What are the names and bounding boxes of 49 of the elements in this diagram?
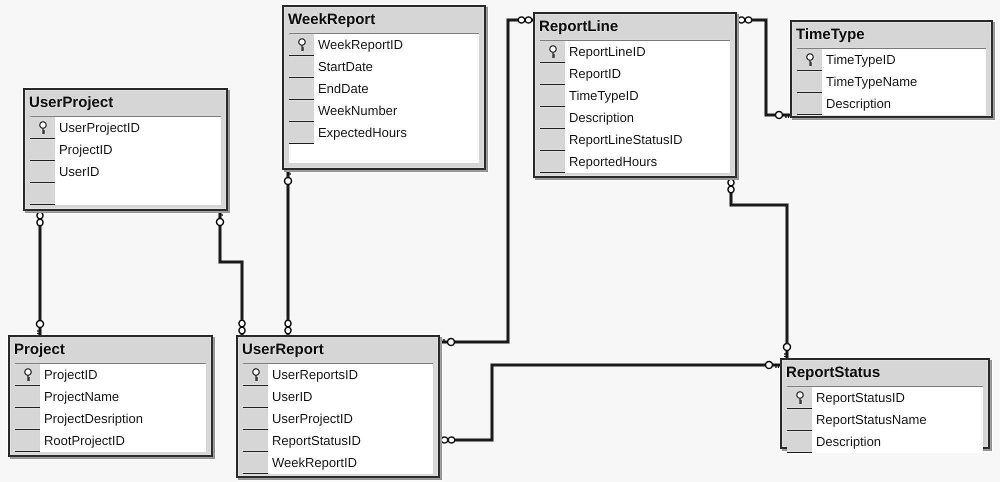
column-name: ReportLineStatusID (568, 131, 682, 149)
column-name: ProjectDesription (43, 410, 143, 428)
table-box (23, 88, 228, 211)
relationship-line (216, 210, 246, 335)
column-name: ExpectedHours (317, 124, 407, 142)
table-box (236, 335, 440, 478)
table-name: UserProject (28, 93, 114, 113)
table-name: WeekReport (287, 10, 376, 30)
column-name: WeekNumber (317, 102, 398, 120)
column-name: UserID (58, 163, 100, 181)
column-name: ReportStatusID (815, 389, 905, 407)
column-name: RootProjectID (43, 432, 125, 450)
column-name: TimeTypeID (568, 87, 639, 105)
table-box (533, 12, 737, 178)
column-name: UserReportsID (271, 366, 358, 384)
column-name: WeekReportID (317, 36, 404, 54)
column-name: UserProjectID (58, 119, 140, 137)
column-name: ProjectID (43, 366, 98, 384)
column-name: ReportStatusID (271, 432, 361, 450)
column-name: ReportLineID (568, 43, 646, 61)
column-name: EndDate (317, 80, 369, 98)
column-name: ProjectName (43, 388, 120, 406)
column-name: TimeTypeID (825, 51, 896, 69)
table-name: ReportStatus (785, 363, 882, 383)
column-name: ProjectID (58, 141, 112, 159)
relationship-line (36, 211, 44, 336)
table-box (282, 5, 486, 170)
column-name: Description (815, 433, 882, 451)
column-name: ReportedHours (568, 153, 658, 171)
relationship-line (440, 360, 781, 444)
relationship-line (727, 178, 792, 359)
table-box (8, 335, 213, 457)
relationship-line (439, 16, 533, 346)
table-name: Project (13, 340, 66, 360)
column-name: UserProjectID (271, 410, 353, 428)
column-name: TimeTypeName (825, 73, 918, 91)
relationship-line (737, 16, 791, 120)
column-name: ReportID (568, 65, 622, 83)
column-name: Description (568, 109, 634, 127)
column-name: ReportStatusName (815, 411, 927, 429)
table-box (790, 20, 993, 118)
table-name: ReportLine (538, 17, 620, 37)
column-name: Description (825, 95, 892, 113)
relationship-line (284, 169, 292, 335)
table-name: TimeType (795, 25, 866, 45)
column-name: WeekReportID (271, 454, 358, 472)
column-name: StartDate (317, 58, 373, 76)
column-name: UserID (271, 388, 312, 406)
table-name: UserReport (241, 340, 325, 360)
